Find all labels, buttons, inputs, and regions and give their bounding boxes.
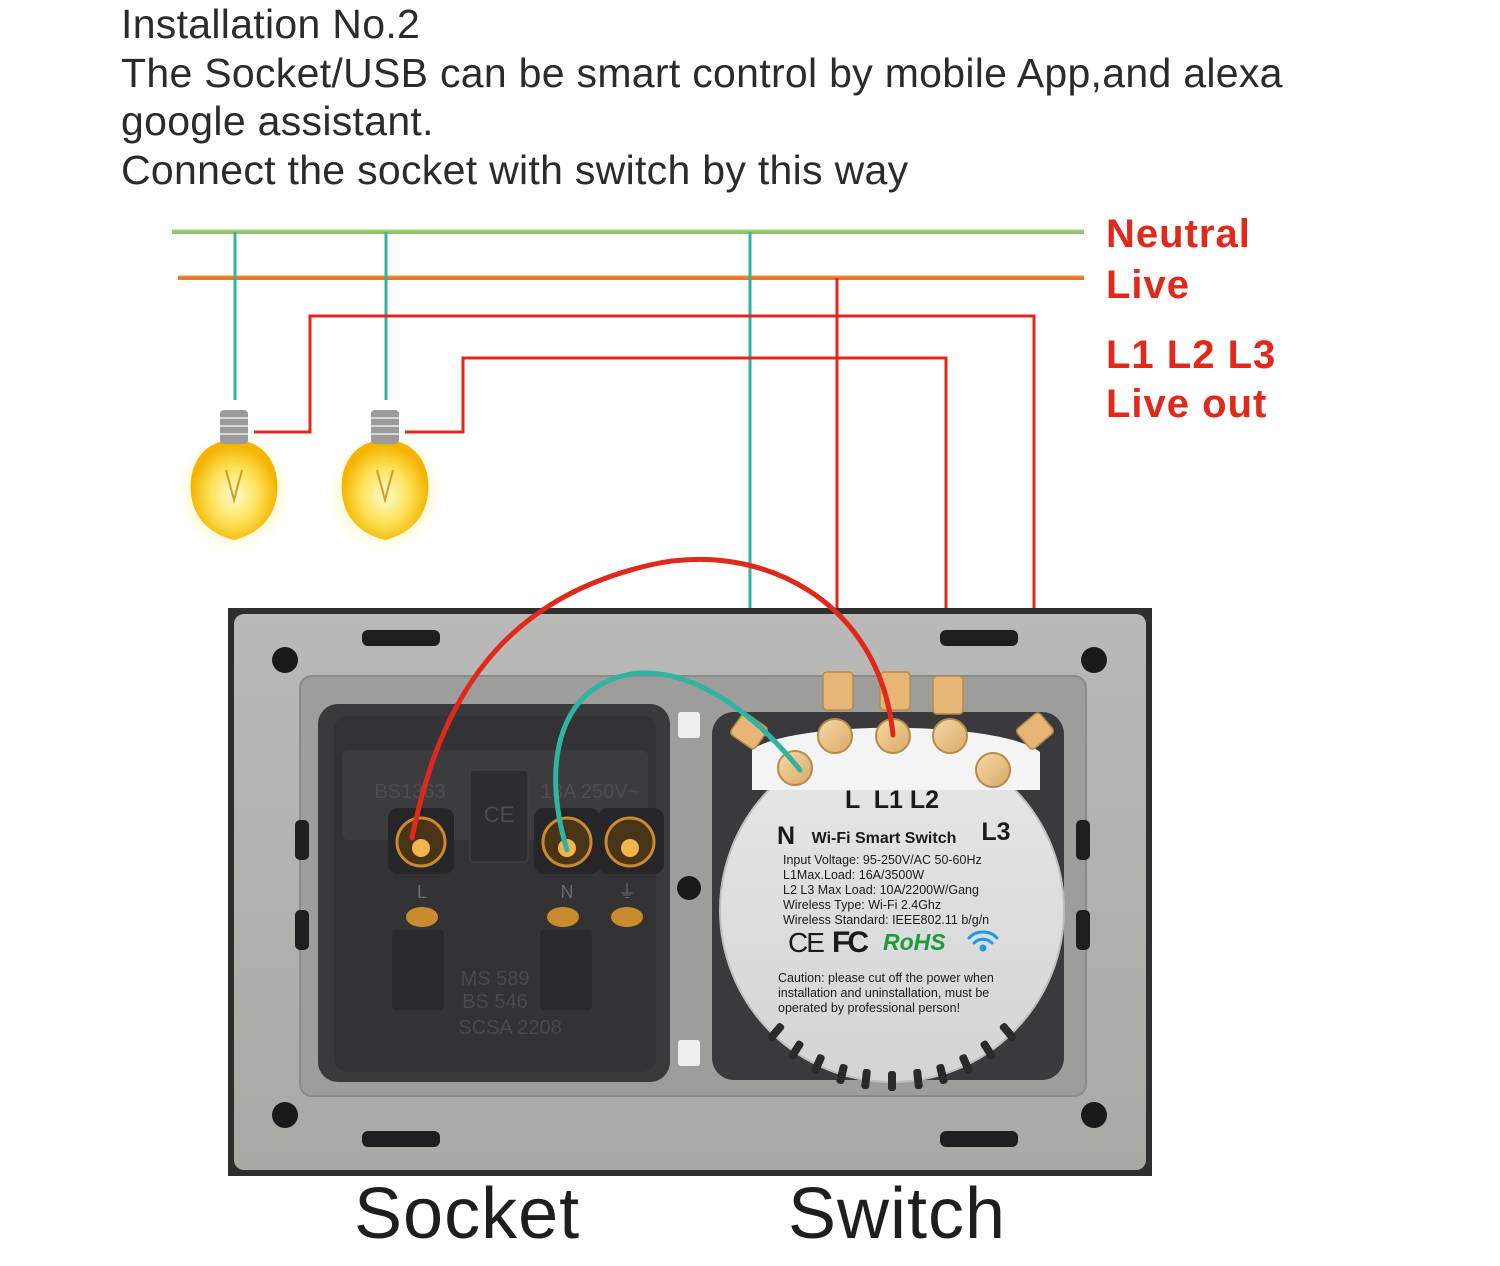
module-caution-3: operated by professional person! — [778, 1001, 960, 1015]
socket-term-label-e: ⏚ — [618, 882, 636, 902]
module-spec-5: Wireless Standard: IEEE802.11 b/g/n — [783, 913, 989, 927]
wifi-icon — [967, 930, 999, 952]
module-terminal-labels: L L1 L2 — [845, 786, 939, 814]
l2-out-bulb-2-wire — [405, 356, 948, 672]
live-jumper-wire — [409, 556, 896, 841]
cert-rohs-mark: RoHS — [883, 929, 946, 955]
module-spec-3: L2 L3 Max Load: 10A/2200W/Gang — [783, 883, 979, 897]
module-spec-2: L1Max.Load: 16A/3500W — [783, 868, 924, 882]
socket-terminal-l — [388, 808, 454, 874]
module-terminal-n: N — [777, 822, 795, 850]
legend-neutral: Neutral — [1106, 212, 1251, 256]
header-line-2: The Socket/USB can be smart control by m… — [121, 49, 1283, 96]
socket-term-label-n: N — [561, 882, 574, 902]
light-bulb-1-icon — [176, 410, 292, 551]
terminal-hole-n — [777, 750, 813, 786]
terminal-hole-l — [817, 718, 853, 754]
cert-fc-mark: FC — [832, 926, 868, 959]
terminal-hole-l2 — [932, 718, 968, 754]
socket-embossed-model: BS1363 — [374, 781, 445, 803]
socket-term-label-l: L — [417, 882, 427, 902]
neutral-jumper-wire — [553, 670, 803, 853]
socket-embossed-ce: CE — [484, 802, 515, 827]
legend-live: Live — [1106, 263, 1191, 307]
socket-body: CE BS1363 13A 250V~ MS 589 BS 546 SCSA 2… — [318, 704, 670, 1082]
socket-embossed-rating: 13A 250V~ — [541, 781, 639, 803]
module-spec-1: Input Voltage: 95-250V/AC 50-60Hz — [783, 853, 982, 867]
module-product-name: Wi-Fi Smart Switch — [812, 830, 957, 847]
switch-caption: Switch — [788, 1174, 1007, 1254]
module-terminal-l3: L3 — [981, 818, 1010, 846]
legend-live-out-1: L1 L2 L3 — [1106, 333, 1277, 377]
header-line-3: google assistant. — [121, 98, 434, 144]
terminal-hole-l3 — [975, 752, 1011, 788]
legend-live-out-2: Live out — [1106, 382, 1268, 426]
header-line-4: Connect the socket with switch by this w… — [121, 146, 909, 193]
cert-ce-mark: CE — [788, 927, 824, 958]
instructions-header: Installation No.2 The Socket/USB can be … — [121, 0, 1421, 194]
header-line-1: Installation No.2 — [121, 1, 421, 47]
module-caution-2: installation and uninstallation, must be — [778, 986, 989, 1000]
module-caution-1: Caution: please cut off the power when — [778, 971, 994, 985]
socket-embossed-std-3: SCSA 2208 — [458, 1017, 561, 1039]
l3-out-bulb-1-wire — [254, 314, 1036, 716]
socket-caption: Socket — [354, 1174, 581, 1254]
light-bulb-2-icon — [327, 410, 443, 551]
socket-terminal-e — [598, 808, 664, 874]
socket-embossed-std-2: BS 546 — [462, 991, 528, 1013]
module-spec-4: Wireless Type: Wi-Fi 2.4Ghz — [783, 898, 941, 912]
socket-embossed-std-1: MS 589 — [461, 968, 530, 990]
